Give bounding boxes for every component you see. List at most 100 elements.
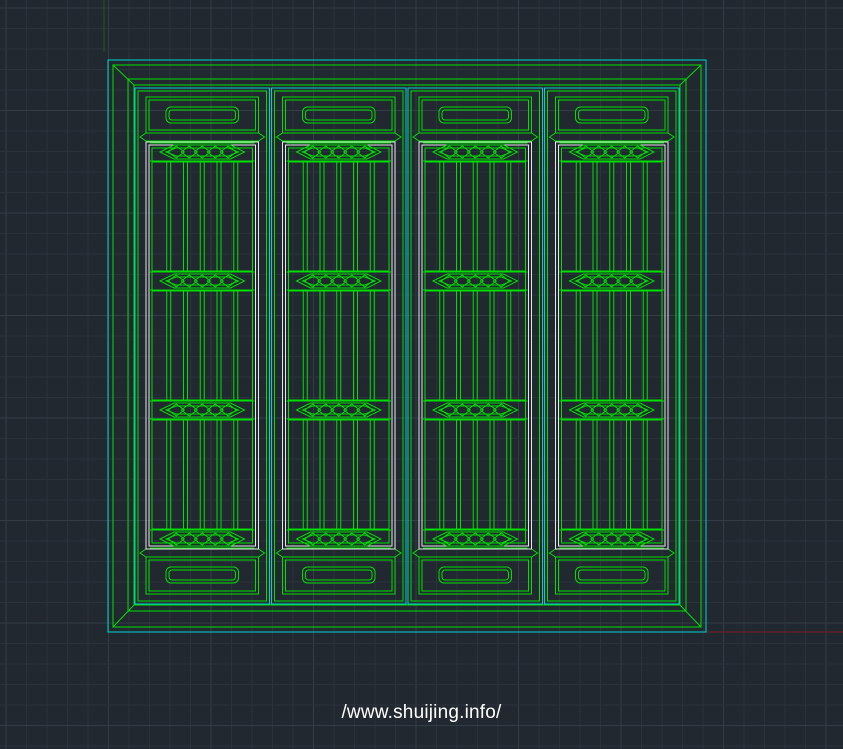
- ornament-diamond: [316, 274, 335, 288]
- rail-connector: [139, 132, 266, 142]
- ornament-hexagon: [568, 531, 656, 547]
- ornament-diamond: [615, 145, 634, 159]
- ornament-diamond: [479, 145, 498, 159]
- ornament-diamond: [602, 274, 621, 288]
- bottom-rail: [418, 556, 532, 595]
- ornament-hexagon: [431, 531, 519, 547]
- panel-border-inner: [547, 90, 677, 602]
- ornament-diamond: [589, 274, 608, 288]
- ornament-diamond: [615, 403, 634, 417]
- ornament-diamond: [576, 532, 595, 546]
- ornament-diamond: [206, 274, 225, 288]
- ornament-diamond: [479, 532, 498, 546]
- ornament-diamond: [342, 532, 361, 546]
- ornament-hexagon-inner: [301, 405, 377, 415]
- frame-border-4: [133, 84, 681, 606]
- ornament-diamond: [440, 532, 459, 546]
- ornament-hexagon-inner: [574, 147, 650, 157]
- outer-frame: [107, 59, 707, 633]
- top-rail-inner: [558, 99, 666, 131]
- rail-connector: [275, 132, 402, 142]
- frame-miter-line: [679, 604, 702, 628]
- ornament-hexagon: [295, 531, 383, 547]
- frame-miter-line: [679, 64, 702, 86]
- ornament-diamond: [303, 403, 322, 417]
- ornament-diamond: [576, 274, 595, 288]
- ornament-diamond: [180, 274, 199, 288]
- ornament-diamond: [193, 403, 212, 417]
- ornament-diamond: [479, 403, 498, 417]
- ornament-hexagon-inner: [437, 534, 513, 544]
- ornament-diamond: [219, 145, 238, 159]
- ornament-diamond: [329, 403, 348, 417]
- ornament-diamond: [628, 145, 647, 159]
- frame-border-2: [112, 64, 702, 628]
- bottom-rail-inner: [558, 559, 666, 592]
- ornament-diamond: [342, 403, 361, 417]
- panel-border: [544, 87, 680, 605]
- top-handle-slot: [302, 106, 376, 124]
- ornament-diamond: [303, 145, 322, 159]
- panel-border-inner: [274, 90, 404, 602]
- rail-connector: [275, 548, 402, 558]
- bottom-rail: [555, 556, 669, 595]
- ornament-hexagon-inner: [574, 405, 650, 415]
- ornament-diamond: [303, 274, 322, 288]
- frame-miter-line: [112, 604, 135, 628]
- ornament-diamond: [576, 145, 595, 159]
- ornament-diamond: [329, 274, 348, 288]
- lattice-frame-white: [145, 141, 259, 550]
- ornament-diamond: [628, 403, 647, 417]
- ornament-diamond: [479, 274, 498, 288]
- panel-border: [407, 87, 543, 605]
- rail-connector: [548, 548, 675, 558]
- frame-border-3: [127, 78, 687, 612]
- ornament-diamond: [453, 274, 472, 288]
- lattice-frame-white-inner: [558, 144, 666, 547]
- ornament-hexagon: [295, 144, 383, 160]
- ornament-diamond: [167, 145, 186, 159]
- top-handle-slot-inner: [168, 109, 236, 121]
- ornament-diamond: [355, 532, 374, 546]
- ornament-diamond: [576, 403, 595, 417]
- bottom-handle-slot-inner: [168, 569, 236, 581]
- ornament-diamond: [355, 403, 374, 417]
- ornament-diamond: [440, 145, 459, 159]
- ornament-diamond: [342, 274, 361, 288]
- ornament-hexagon-inner: [164, 276, 240, 286]
- ornament-diamond: [167, 274, 186, 288]
- lattice-frame-white: [555, 141, 669, 550]
- ornament-diamond: [628, 274, 647, 288]
- ornament-diamond: [492, 274, 511, 288]
- ornament-diamond: [219, 274, 238, 288]
- ornament-diamond: [355, 274, 374, 288]
- ornament-diamond: [167, 403, 186, 417]
- ornament-diamond: [329, 532, 348, 546]
- top-handle-slot-inner: [305, 109, 373, 121]
- panel-border-inner: [137, 90, 267, 602]
- ornament-hexagon: [295, 402, 383, 418]
- ornament-hexagon: [158, 402, 246, 418]
- ornament-diamond: [316, 403, 335, 417]
- top-rail-inner: [285, 99, 393, 131]
- bottom-handle-slot: [575, 566, 649, 584]
- ornament-diamond: [316, 145, 335, 159]
- door-panel: [407, 87, 543, 605]
- ornament-diamond: [466, 532, 485, 546]
- door-panel: [134, 87, 270, 605]
- ornament-diamond: [180, 403, 199, 417]
- ornament-diamond: [615, 274, 634, 288]
- top-handle-slot: [165, 106, 239, 124]
- top-rail: [282, 96, 396, 134]
- ornament-diamond: [206, 532, 225, 546]
- ornament-hexagon-inner: [574, 276, 650, 286]
- top-rail: [145, 96, 259, 134]
- panel-border: [271, 87, 407, 605]
- top-handle-slot-inner: [578, 109, 646, 121]
- ornament-diamond: [492, 145, 511, 159]
- ornament-diamond: [466, 403, 485, 417]
- ornament-diamond: [206, 403, 225, 417]
- ornament-diamond: [193, 145, 212, 159]
